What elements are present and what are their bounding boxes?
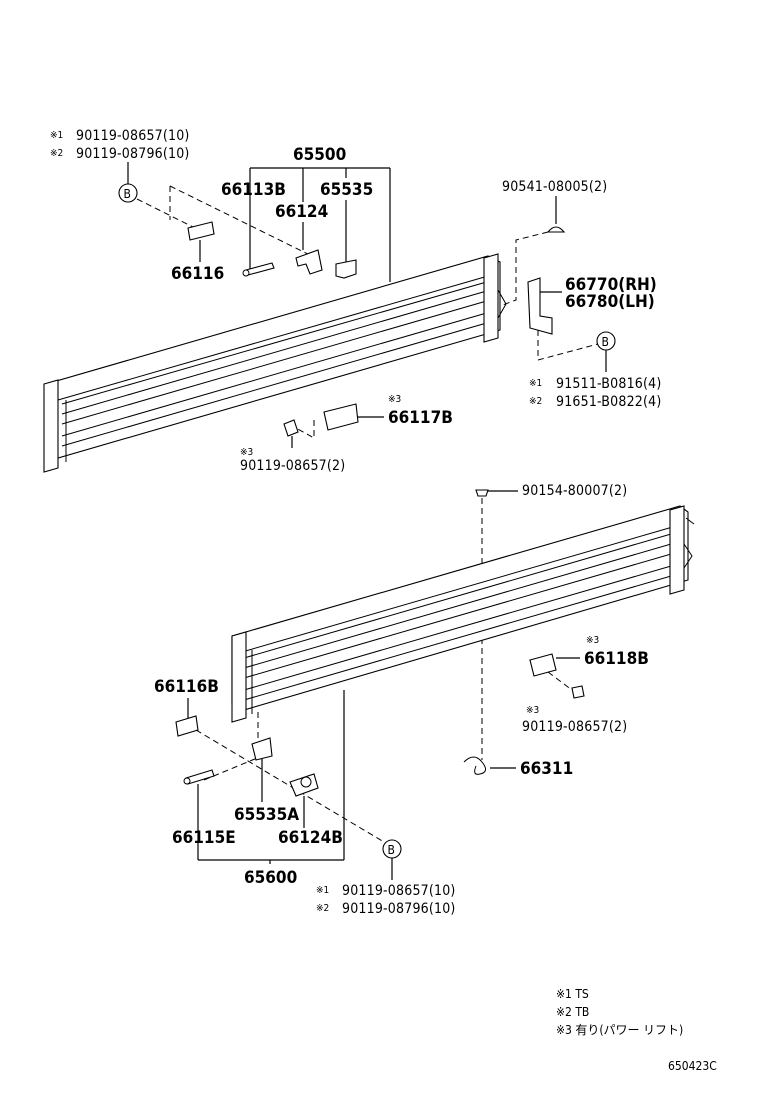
cap-65535-shape [335,259,357,279]
part-66118B[interactable]: 66118B [584,649,649,669]
clip-90541-shape [546,226,566,233]
upper-bolt-note-mark2: ※2 [50,148,63,159]
part-65600[interactable]: 65600 [244,868,297,888]
bracket-66770-shape [527,277,553,335]
legend-line-2: ※2 TB [556,1005,589,1019]
clip-90154-shape [475,489,489,497]
upper-bolt-note-mark1: ※1 [50,130,63,141]
part-66780[interactable]: 66780(LH) [565,292,655,312]
bracket-66117B-shape [323,403,359,431]
part-66116B[interactable]: 66116B [154,677,219,697]
part-66113B[interactable]: 66113B [221,180,286,200]
lower-bolt-note-mark2: ※2 [316,903,329,914]
bolt-90119-shape [283,419,299,437]
upper-panel [43,253,507,473]
bracket-66118B-shape [529,653,557,677]
part-90119-mark: ※3 [240,447,253,458]
part-90119b[interactable]: 90119-08657(2) [522,719,627,735]
part-65535A[interactable]: 65535A [234,805,299,825]
part-65535[interactable]: 65535 [320,180,373,200]
bolt-90119b-shape [571,685,585,699]
part-66118B-mark: ※3 [586,635,599,646]
ref-b-label: B [388,843,395,857]
part-66770[interactable]: 66770(RH) [565,275,657,295]
lower-bolt-note-2[interactable]: 90119-08796(10) [342,901,456,917]
part-66116[interactable]: 66116 [171,264,224,284]
part-66311[interactable]: 66311 [520,759,573,779]
ref-b-label: B [124,187,131,201]
part-66117B-mark: ※3 [388,394,401,405]
part-91511[interactable]: 91511-B0816(4) [556,376,661,392]
part-66116-shape [187,221,215,241]
part-90119b-mark: ※3 [526,705,539,716]
part-91651-mark: ※2 [529,396,542,407]
part-91651[interactable]: 91651-B0822(4) [556,394,661,410]
part-66124[interactable]: 66124 [275,202,328,222]
part-66124B[interactable]: 66124B [278,828,343,848]
bracket-66116B-shape [175,715,199,737]
ref-b-label: B [602,335,609,349]
diagram-code: 650423C [668,1059,717,1073]
part-66117B[interactable]: 66117B [388,408,453,428]
part-66115E[interactable]: 66115E [172,828,236,848]
lower-bolt-note-1[interactable]: 90119-08657(10) [342,883,456,899]
hinge-66124-shape [295,249,323,275]
upper-bolt-note-2[interactable]: 90119-08796(10) [76,146,190,162]
ref-b-circle-upper-left [118,183,138,203]
upper-bolt-note-1[interactable]: 90119-08657(10) [76,128,190,144]
part-91511-mark: ※1 [529,378,542,389]
part-90154[interactable]: 90154-80007(2) [522,483,627,499]
part-90541[interactable]: 90541-08005(2) [502,179,607,195]
cap-65535A-shape [251,737,273,761]
part-90119[interactable]: 90119-08657(2) [240,458,345,474]
hook-66311-shape [463,756,486,775]
legend-line-3: ※3 有り(パワー リフト) [556,1023,683,1037]
part-65500[interactable]: 65500 [293,145,346,165]
lower-bolt-note-mark1: ※1 [316,885,329,896]
lower-panel [231,505,695,723]
legend-line-1: ※1 TS [556,987,589,1001]
